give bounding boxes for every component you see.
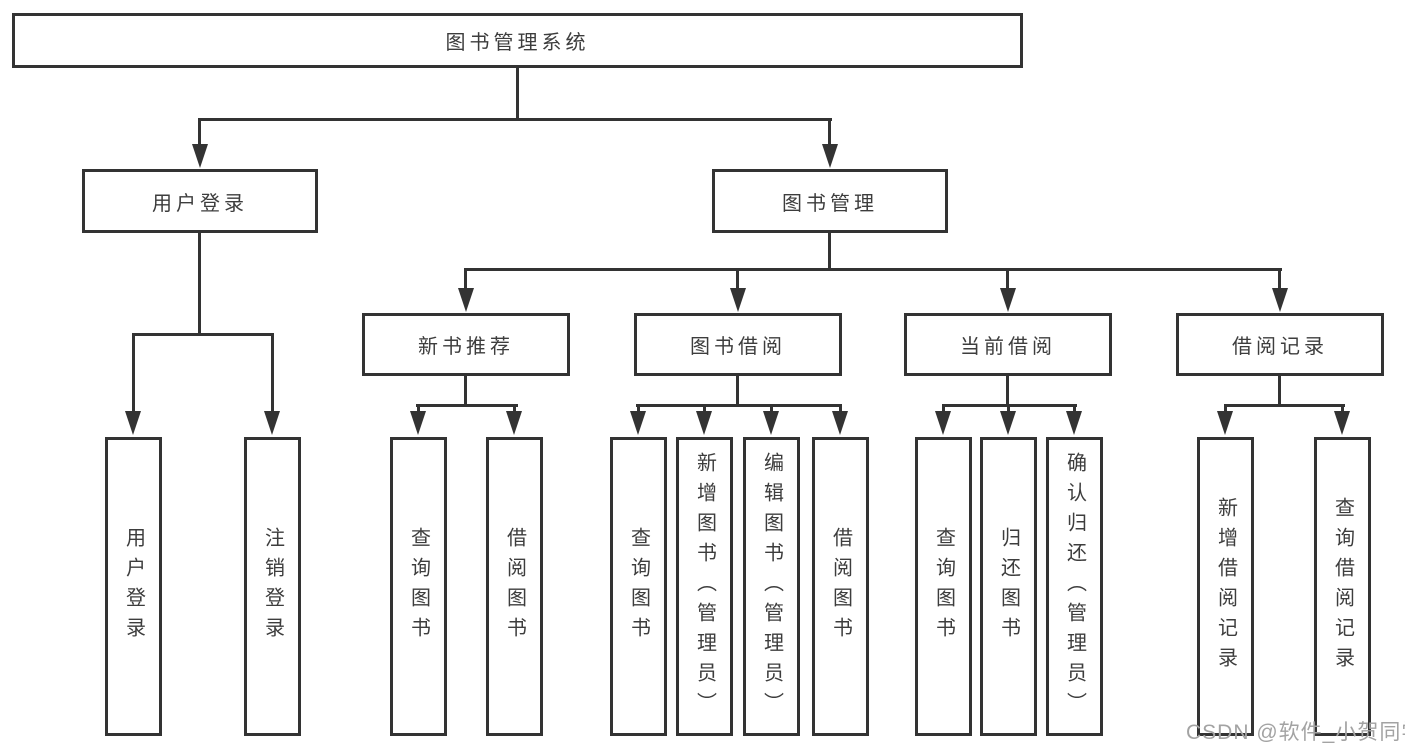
node-book-borrow: 图书借阅 [634, 313, 842, 376]
connector-line [464, 376, 467, 407]
leaf-recommend-query-books-label: 查询图书 [407, 526, 430, 647]
node-root-label: 图书管理系统 [445, 32, 590, 54]
connector-line [636, 404, 842, 407]
arrow-down-icon [1217, 411, 1233, 435]
arrow-down-icon [1066, 411, 1082, 435]
leaf-add-borrow-record-label: 新增借阅记录 [1214, 496, 1237, 677]
arrow-down-icon [410, 411, 426, 435]
connector-line [198, 120, 201, 146]
connector-line [770, 406, 773, 414]
connector-line [1007, 406, 1010, 414]
leaf-add-book-admin: 新增图书（管理员） [676, 437, 733, 736]
leaf-borrow-query-books-label: 查询图书 [627, 526, 650, 647]
node-book-management: 图书管理 [712, 169, 948, 233]
node-user-login-label: 用户登录 [152, 192, 248, 215]
connector-line [1278, 376, 1281, 407]
leaf-return-book-label: 归还图书 [997, 526, 1020, 647]
arrow-down-icon [935, 411, 951, 435]
arrow-down-icon [1000, 411, 1016, 435]
connector-line [132, 333, 274, 336]
arrow-down-icon [763, 411, 779, 435]
arrow-down-icon [192, 144, 208, 168]
connector-line [828, 120, 831, 146]
arrow-down-icon [630, 411, 646, 435]
arrow-down-icon [506, 411, 522, 435]
connector-line [1006, 270, 1009, 290]
leaf-borrow-query-books: 查询图书 [610, 437, 667, 736]
leaf-borrow-books: 借阅图书 [812, 437, 869, 736]
node-book-borrow-label: 图书借阅 [690, 336, 786, 358]
arrow-down-icon [822, 144, 838, 168]
connector-line [637, 406, 640, 414]
arrow-down-icon [1272, 288, 1288, 312]
leaf-confirm-return-admin-label: 确认归还（管理员） [1063, 451, 1086, 722]
arrow-down-icon [832, 411, 848, 435]
leaf-user-login: 用户登录 [105, 437, 162, 736]
connector-line [1278, 270, 1281, 290]
connector-line [942, 406, 945, 414]
connector-line [736, 376, 739, 407]
leaf-current-query-books-label: 查询图书 [932, 526, 955, 647]
connector-line [1006, 376, 1009, 407]
connector-line [703, 406, 706, 414]
connector-line [417, 406, 420, 414]
node-book-management-label: 图书管理 [782, 192, 878, 215]
connector-line [513, 406, 516, 414]
leaf-recommend-borrow-books: 借阅图书 [486, 437, 543, 736]
connector-line [416, 404, 518, 407]
arrow-down-icon [125, 411, 141, 435]
leaf-logout-login-label: 注销登录 [261, 526, 284, 647]
node-borrow-records-label: 借阅记录 [1232, 336, 1328, 358]
leaf-return-book: 归还图书 [980, 437, 1037, 736]
node-root: 图书管理系统 [12, 13, 1023, 68]
connector-line [464, 270, 467, 290]
leaf-borrow-books-label: 借阅图书 [829, 526, 852, 647]
arrow-down-icon [696, 411, 712, 435]
leaf-edit-book-admin: 编辑图书（管理员） [743, 437, 800, 736]
connector-line [198, 118, 832, 121]
arrow-down-icon [1334, 411, 1350, 435]
arrow-down-icon [264, 411, 280, 435]
connector-line [132, 335, 135, 413]
leaf-current-query-books: 查询图书 [915, 437, 972, 736]
leaf-query-borrow-record-label: 查询借阅记录 [1331, 496, 1354, 677]
connector-line [839, 406, 842, 414]
arrow-down-icon [730, 288, 746, 312]
connector-line [1073, 406, 1076, 414]
arrow-down-icon [458, 288, 474, 312]
node-new-book-recommend: 新书推荐 [362, 313, 570, 376]
connector-line [271, 335, 274, 413]
connector-line [464, 268, 1282, 271]
node-new-book-recommend-label: 新书推荐 [418, 336, 514, 358]
leaf-query-borrow-record: 查询借阅记录 [1314, 437, 1371, 736]
connector-line [1224, 406, 1227, 414]
leaf-recommend-query-books: 查询图书 [390, 437, 447, 736]
node-current-borrow-label: 当前借阅 [960, 336, 1056, 358]
connector-line [942, 404, 1077, 407]
arrow-down-icon [1000, 288, 1016, 312]
connector-line [1341, 406, 1344, 414]
node-current-borrow: 当前借阅 [904, 313, 1112, 376]
leaf-add-book-admin-label: 新增图书（管理员） [693, 451, 716, 722]
leaf-edit-book-admin-label: 编辑图书（管理员） [760, 451, 783, 722]
leaf-user-login-label: 用户登录 [122, 526, 145, 647]
connector-line [516, 68, 519, 120]
leaf-logout-login: 注销登录 [244, 437, 301, 736]
connector-line [198, 233, 201, 336]
node-borrow-records: 借阅记录 [1176, 313, 1384, 376]
connector-line [736, 270, 739, 290]
leaf-confirm-return-admin: 确认归还（管理员） [1046, 437, 1103, 736]
node-user-login: 用户登录 [82, 169, 318, 233]
connector-line [828, 233, 831, 271]
watermark: CSDN @软件_小贺同学 [1186, 721, 1405, 744]
leaf-recommend-borrow-books-label: 借阅图书 [503, 526, 526, 647]
connector-line [1224, 404, 1345, 407]
leaf-add-borrow-record: 新增借阅记录 [1197, 437, 1254, 736]
